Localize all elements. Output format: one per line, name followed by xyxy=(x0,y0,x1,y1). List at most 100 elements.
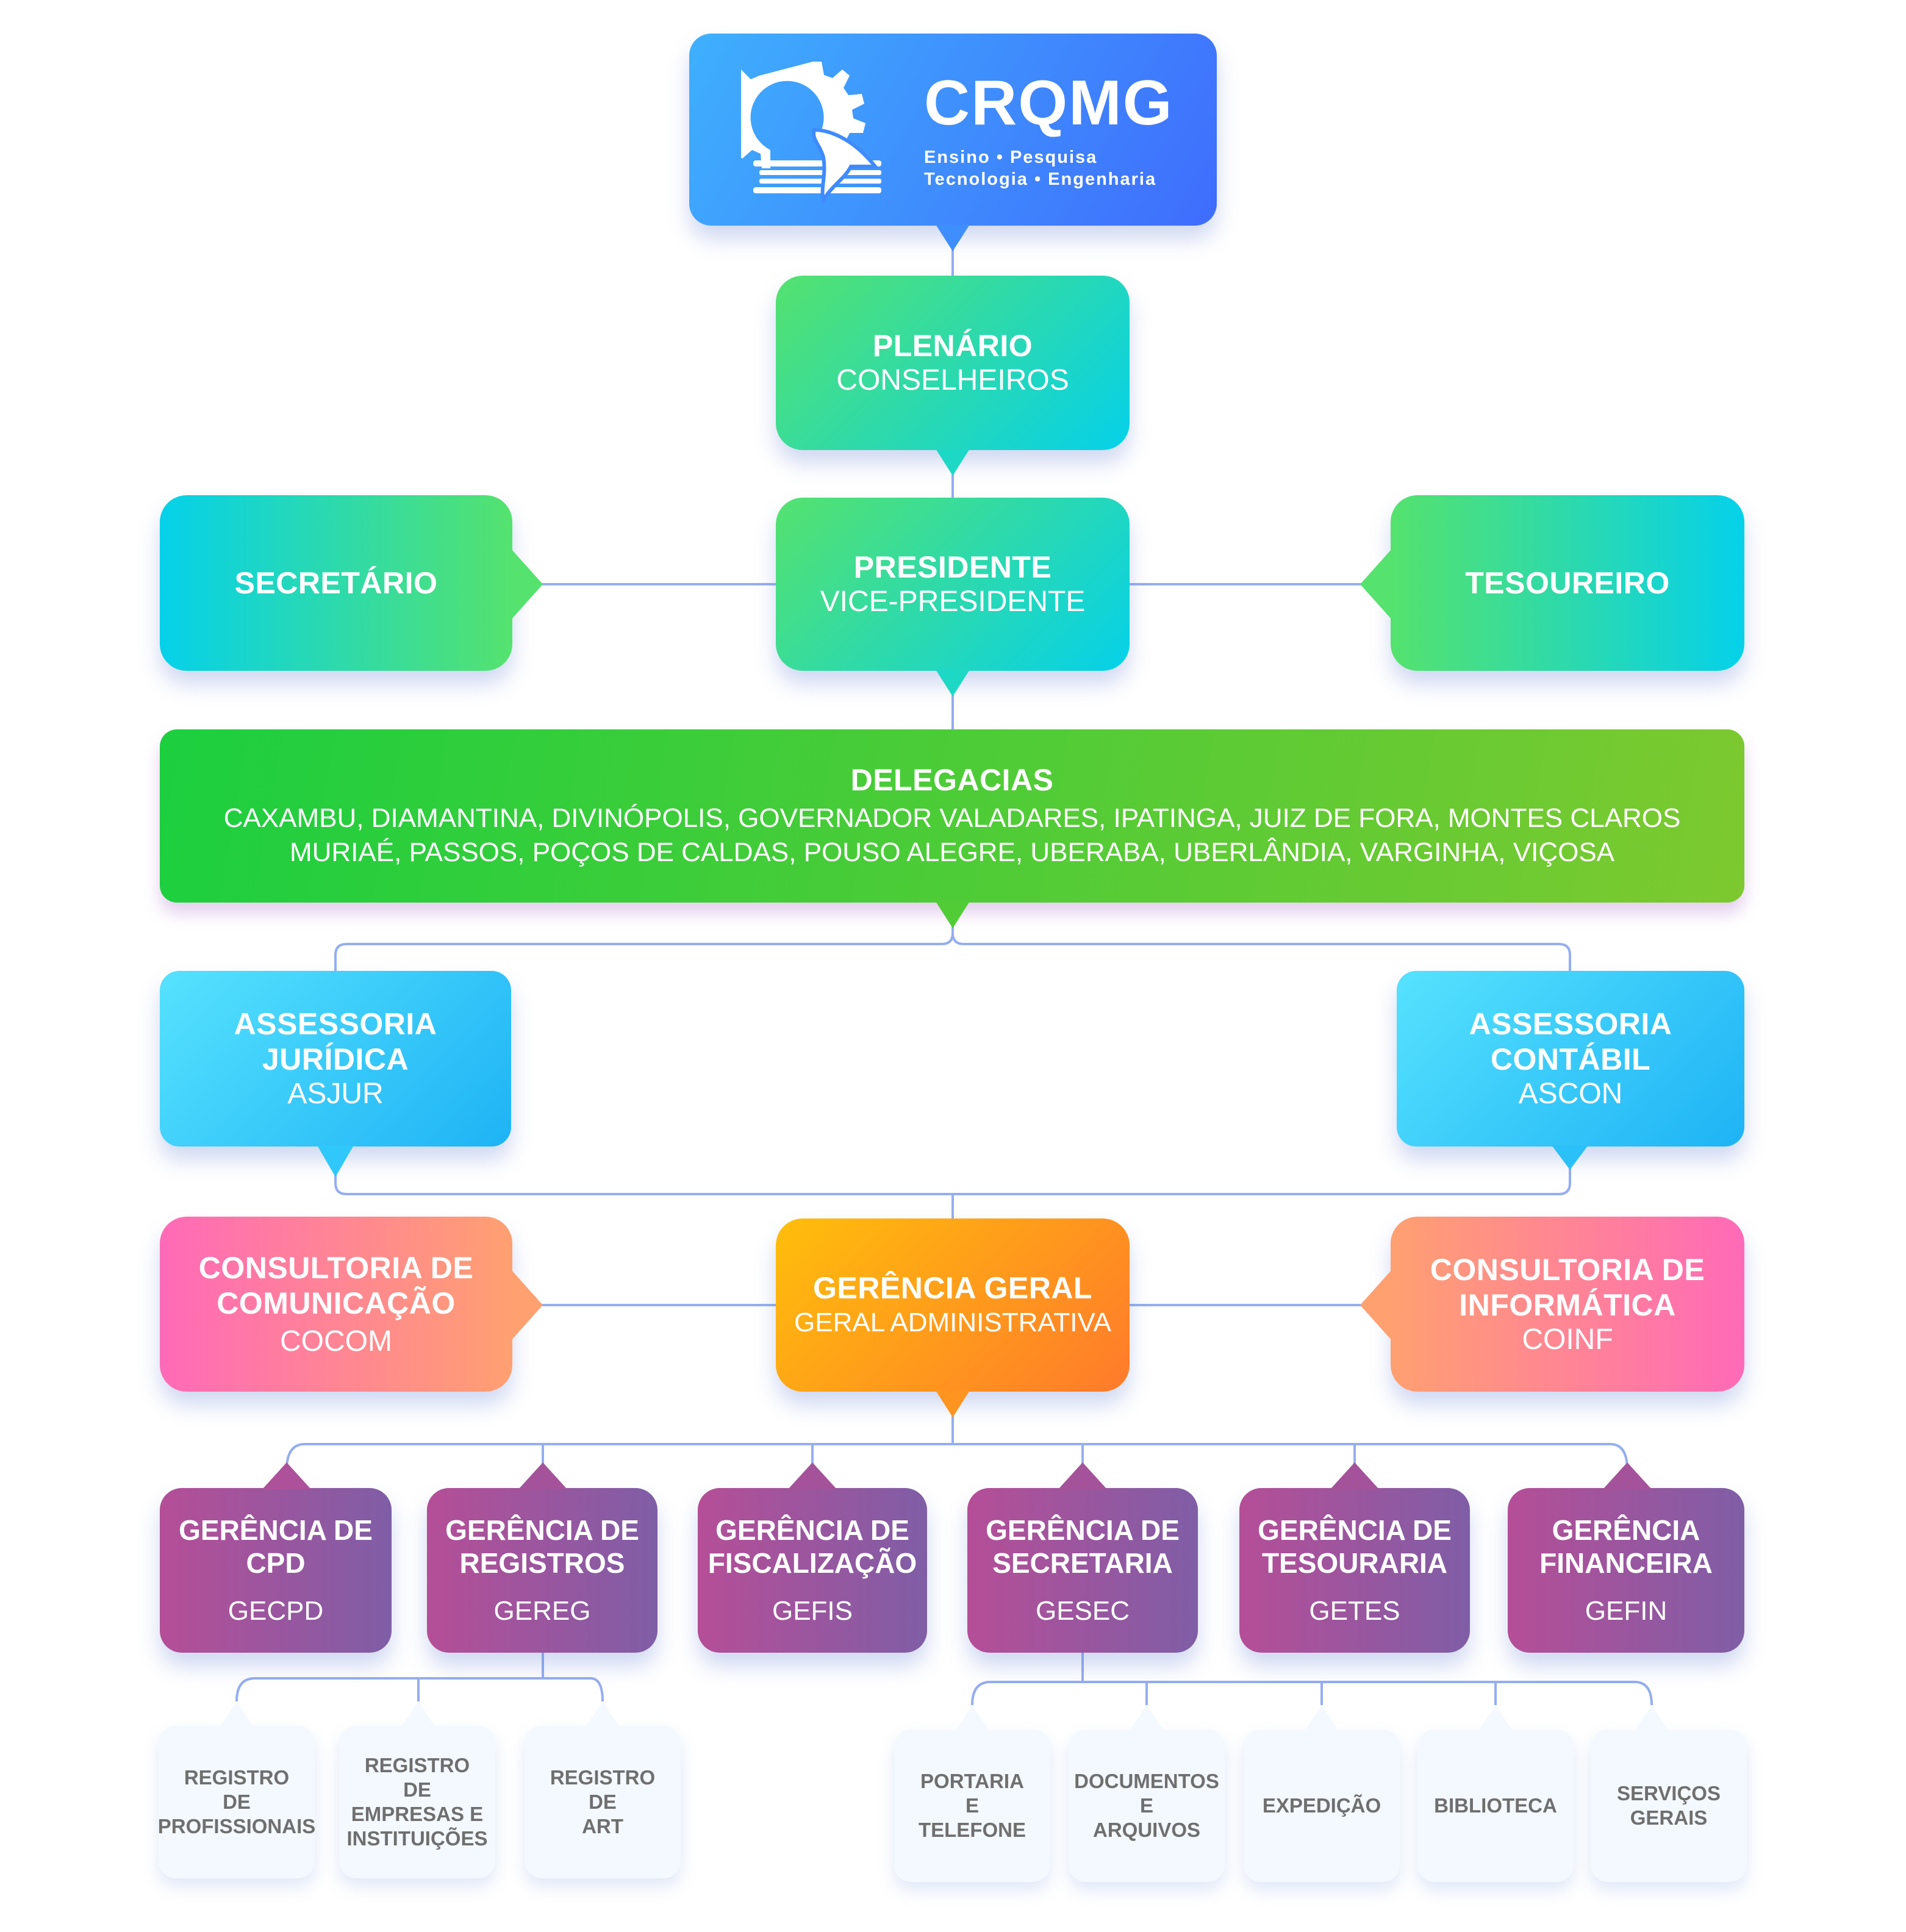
subunit-line: E xyxy=(965,1794,979,1817)
logo-tail xyxy=(936,224,970,251)
gerencia-title-1: GERÊNCIA xyxy=(1552,1514,1700,1546)
subunit-line: REGISTRO xyxy=(364,1754,470,1776)
gerencia-title-2: FISCALIZAÇÃO xyxy=(708,1547,917,1579)
secretario-tail xyxy=(511,549,543,620)
brand-tagline-2: Tecnologia • Engenharia xyxy=(924,169,1157,189)
gerencia-title-2: FINANCEIRA xyxy=(1539,1547,1713,1579)
tesoureiro-tail xyxy=(1360,549,1392,620)
subunit-tail xyxy=(955,1705,989,1731)
subunit-line: EXPEDIÇÃO xyxy=(1262,1794,1381,1817)
subunit-tail xyxy=(1130,1705,1164,1731)
gerencia-title-1: GERÊNCIA DE xyxy=(445,1514,639,1546)
subunit-line: INSTITUIÇÕES xyxy=(346,1827,488,1850)
gerencia-code: GEFIS xyxy=(772,1596,853,1626)
coinf-title-1: CONSULTORIA DE xyxy=(1430,1252,1705,1287)
subunit-line: REGISTRO xyxy=(550,1766,656,1789)
subunit-line: REGISTRO xyxy=(184,1766,290,1789)
gerencia-gecpd-box[interactable]: GERÊNCIA DE CPD GECPD xyxy=(160,1488,392,1653)
gerencia-geral-subtitle: GERAL ADMINISTRATIVA xyxy=(794,1308,1111,1337)
ascon-title-2: CONTÁBIL xyxy=(1490,1042,1651,1076)
gerencia-title-1: GERÊNCIA DE xyxy=(986,1514,1180,1546)
subunit-line: EMPRESAS E xyxy=(351,1803,484,1825)
tesoureiro-title: TESOUREIRO xyxy=(1465,566,1670,600)
asjur-box[interactable]: ASSESSORIA JURÍDICA ASJUR xyxy=(160,971,511,1147)
gerencia-gefin-box[interactable]: GERÊNCIA FINANCEIRA GEFIN xyxy=(1508,1488,1744,1653)
gerencia-gesec-box[interactable]: GERÊNCIA DE SECRETARIA GESEC xyxy=(967,1488,1198,1653)
gerencia-gefis-tail xyxy=(788,1462,837,1489)
cocom-box[interactable]: CONSULTORIA DE COMUNICAÇÃO COCOM xyxy=(160,1217,512,1392)
secretario-title: SECRETÁRIO xyxy=(234,566,438,600)
subunit-line: PORTARIA xyxy=(920,1770,1024,1792)
coinf-subtitle: COINF xyxy=(1522,1323,1613,1356)
presidente-box[interactable]: PRESIDENTE VICE-PRESIDENTE xyxy=(776,498,1130,671)
subunit-line: TELEFONE xyxy=(918,1819,1026,1841)
subunit-line: DE xyxy=(403,1778,431,1801)
asjur-title-1: ASSESSORIA xyxy=(234,1007,437,1041)
gerencia-getes-tail xyxy=(1330,1462,1379,1489)
cocom-title-1: CONSULTORIA DE xyxy=(198,1250,474,1285)
gerencia-title-1: GERÊNCIA DE xyxy=(715,1514,909,1546)
gerencia-gefis-box[interactable]: GERÊNCIA DE FISCALIZAÇÃO GEFIS xyxy=(698,1488,927,1653)
subunit-expedicao[interactable]: EXPEDIÇÃO xyxy=(1244,1730,1400,1882)
delegacias-cities-line-2: MURIAÉ, PASSOS, POÇOS DE CALDAS, POUSO A… xyxy=(289,837,1615,867)
coinf-box[interactable]: CONSULTORIA DE INFORMÁTICA COINF xyxy=(1391,1217,1744,1392)
secretario-box[interactable]: SECRETÁRIO xyxy=(160,495,512,671)
gerencia-gereg-box[interactable]: GERÊNCIA DE REGISTROS GEREG xyxy=(427,1488,657,1653)
subunit-line: BIBLIOTECA xyxy=(1434,1794,1557,1817)
cocom-tail xyxy=(511,1270,543,1340)
subunit-tail xyxy=(220,1701,254,1727)
subunit-portaria-telefone[interactable]: PORTARIA E TELEFONE xyxy=(894,1730,1050,1882)
subunit-line: SERVIÇOS xyxy=(1617,1782,1721,1805)
subunit-tail xyxy=(1478,1705,1513,1731)
subunit-line: DOCUMENTOS xyxy=(1074,1770,1219,1792)
connector-gerencia-geral-gerencias xyxy=(285,1392,1628,1470)
delegacias-title: DELEGACIAS xyxy=(850,763,1054,797)
subunit-line: DE xyxy=(589,1791,617,1813)
gerencia-code: GEFIN xyxy=(1585,1596,1668,1626)
subunit-line: DE xyxy=(223,1791,251,1813)
coinf-tail xyxy=(1360,1270,1392,1340)
subunit-biblioteca[interactable]: BIBLIOTECA xyxy=(1417,1730,1574,1882)
gerencia-gefin-tail xyxy=(1603,1462,1652,1489)
gerencia-code: GECPD xyxy=(228,1596,324,1626)
gerencia-gereg-tail xyxy=(518,1462,567,1489)
gerencia-gesec-tail xyxy=(1058,1462,1107,1489)
subunit-line: ARQUIVOS xyxy=(1092,1819,1201,1841)
gerencia-title-1: GERÊNCIA DE xyxy=(1258,1514,1452,1546)
subunit-tail xyxy=(1635,1705,1669,1731)
subunit-registro-art[interactable]: REGISTRO DE ART xyxy=(525,1726,681,1878)
subunit-line: ART xyxy=(582,1815,623,1837)
presidente-tail xyxy=(936,670,970,696)
gerencia-code: GETES xyxy=(1309,1596,1400,1626)
subunit-registro-empresas[interactable]: REGISTRO DE EMPRESAS E INSTITUIÇÕES xyxy=(339,1726,495,1878)
subunit-tail xyxy=(1305,1705,1339,1731)
presidente-title: PRESIDENTE xyxy=(853,550,1052,584)
cocom-title-2: COMUNICAÇÃO xyxy=(217,1286,456,1320)
gerencia-geral-box[interactable]: GERÊNCIA GERAL GERAL ADMINISTRATIVA xyxy=(776,1218,1130,1392)
gear-book-map-logo-icon xyxy=(719,57,887,205)
subunit-tail xyxy=(401,1701,435,1727)
gerencia-title-2: TESOURARIA xyxy=(1261,1547,1448,1579)
cocom-subtitle: COCOM xyxy=(280,1325,392,1358)
connector-gesec-subunits xyxy=(971,1653,1653,1706)
tesoureiro-box[interactable]: TESOUREIRO xyxy=(1391,495,1744,671)
plenario-tail xyxy=(936,449,970,476)
gerencia-title-1: GERÊNCIA DE xyxy=(179,1514,373,1546)
connector-gereg-subunits xyxy=(235,1653,604,1702)
gerencia-getes-box[interactable]: GERÊNCIA DE TESOURARIA GETES xyxy=(1239,1488,1470,1653)
ascon-box[interactable]: ASSESSORIA CONTÁBIL ASCON xyxy=(1397,971,1744,1147)
subunit-line: E xyxy=(1139,1794,1153,1817)
subunit-servicos-gerais[interactable]: SERVIÇOS GERAIS xyxy=(1591,1730,1747,1882)
subunit-line: PROFISSIONAIS xyxy=(157,1815,316,1837)
subunit-documentos-arquivos[interactable]: DOCUMENTOS E ARQUIVOS xyxy=(1069,1730,1225,1882)
delegacias-box[interactable]: DELEGACIAS CAXAMBU, DIAMANTINA, DIVINÓPO… xyxy=(160,729,1744,903)
delegacias-tail xyxy=(936,901,970,928)
connector-assessorias-gerencia-geral xyxy=(334,1147,1571,1218)
crqmg-logo-box: CRQMG Ensino • Pesquisa Tecnologia • Eng… xyxy=(689,34,1217,226)
brand-tagline-1: Ensino • Pesquisa xyxy=(924,147,1098,167)
presidente-subtitle: VICE-PRESIDENTE xyxy=(820,585,1086,618)
plenario-box[interactable]: PLENÁRIO CONSELHEIROS xyxy=(776,276,1130,450)
subunit-registro-profissionais[interactable]: REGISTRO DE PROFISSIONAIS xyxy=(157,1726,316,1878)
ascon-tail xyxy=(1552,1145,1588,1170)
asjur-tail xyxy=(317,1145,354,1177)
